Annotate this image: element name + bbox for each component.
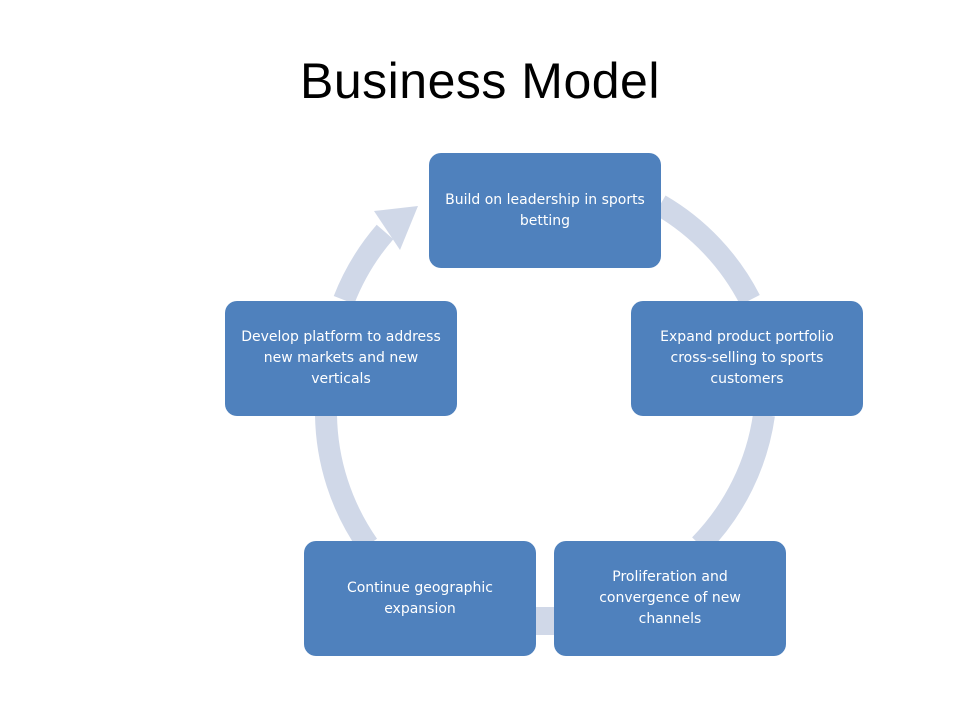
cycle-arrow-5 (333, 224, 394, 305)
cycle-arrowhead (374, 206, 418, 250)
cycle-step-label: Build on leadership in sports betting (445, 191, 645, 229)
cycle-step-new-channels: Proliferation and convergence of new cha… (554, 541, 786, 656)
cycle-step-expand-portfolio: Expand product portfolio cross-selling t… (631, 301, 863, 416)
cycle-step-build-leadership: Build on leadership in sports betting (429, 153, 661, 268)
cycle-step-label: Expand product portfolio cross-selling t… (660, 329, 834, 387)
cycle-arrow-1 (654, 195, 760, 306)
cycle-step-label: Develop platform to address new markets … (241, 329, 441, 387)
cycle-step-develop-platform: Develop platform to address new markets … (225, 301, 457, 416)
cycle-step-label: Proliferation and convergence of new cha… (599, 569, 741, 627)
cycle-arrow-2 (692, 413, 775, 553)
cycle-arrow-4 (315, 414, 378, 552)
cycle-step-label: Continue geographic expansion (346, 579, 494, 617)
cycle-step-geographic-expansion: Continue geographic expansion (304, 541, 536, 656)
cycle-arrow-3 (533, 607, 557, 635)
slide-title: Business Model (300, 53, 660, 109)
